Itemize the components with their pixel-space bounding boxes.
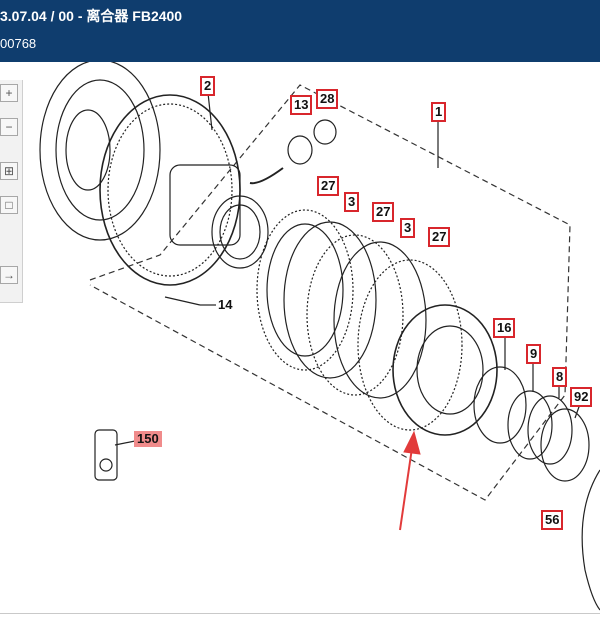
part-150 bbox=[94, 429, 118, 481]
next-page-button[interactable]: → bbox=[0, 266, 18, 284]
assembly-boundary bbox=[89, 84, 571, 501]
page-title: 3.07.04 / 00 - 离合器 FB2400 bbox=[0, 8, 183, 24]
callout-16[interactable]: 16 bbox=[493, 318, 516, 338]
plate-3b bbox=[333, 241, 427, 399]
callout-3a[interactable]: 3 bbox=[344, 192, 360, 212]
clutch-drawing bbox=[39, 62, 600, 611]
bottom-divider bbox=[0, 613, 600, 614]
callout-13[interactable]: 13 bbox=[290, 95, 313, 115]
callout-28[interactable]: 28 bbox=[316, 89, 339, 109]
callout-9[interactable]: 9 bbox=[526, 344, 542, 364]
callout-56[interactable]: 56 bbox=[541, 510, 564, 530]
callout-92[interactable]: 92 bbox=[570, 387, 593, 407]
spring-13 bbox=[287, 135, 313, 165]
ring-16 bbox=[473, 366, 527, 444]
grid-view-button[interactable]: ⊞ bbox=[0, 162, 18, 180]
callout-27c[interactable]: 27 bbox=[428, 227, 451, 247]
hub bbox=[169, 164, 241, 246]
zoom-out-button[interactable]: − bbox=[0, 118, 18, 136]
viewer-toolbar: + − ⊞ □ → bbox=[0, 80, 23, 303]
callout-2[interactable]: 2 bbox=[200, 76, 216, 96]
callout-27b[interactable]: 27 bbox=[372, 202, 395, 222]
plate-27b bbox=[306, 234, 404, 396]
callout-8[interactable]: 8 bbox=[552, 367, 568, 387]
plate-27c bbox=[357, 259, 463, 431]
zoom-in-button[interactable]: + bbox=[0, 84, 18, 102]
callout-150[interactable]: 150 bbox=[134, 431, 162, 447]
part-56 bbox=[581, 469, 600, 611]
flywheel-housing bbox=[39, 62, 161, 241]
bolt bbox=[164, 296, 201, 306]
callout-27a[interactable]: 27 bbox=[317, 176, 340, 196]
plate-3a bbox=[283, 221, 377, 379]
piston-disc bbox=[392, 304, 498, 436]
callout-14[interactable]: 14 bbox=[218, 297, 233, 312]
ring-8 bbox=[527, 395, 573, 465]
part-number: 00768 bbox=[0, 36, 37, 51]
ring-92 bbox=[540, 408, 590, 482]
red-arrow bbox=[399, 430, 421, 531]
ring-9 bbox=[507, 390, 553, 460]
exploded-view-diagram: 2 13 28 1 27 3 27 3 27 14 16 9 8 92 150 … bbox=[0, 62, 600, 617]
callout-1[interactable]: 1 bbox=[431, 102, 447, 122]
fit-view-button[interactable]: □ bbox=[0, 196, 18, 214]
title-bar: 3.07.04 / 00 - 离合器 FB2400 00768 bbox=[0, 0, 600, 62]
callout-3b[interactable]: 3 bbox=[400, 218, 416, 238]
plate-27a bbox=[256, 209, 354, 371]
spring-28 bbox=[313, 119, 337, 145]
